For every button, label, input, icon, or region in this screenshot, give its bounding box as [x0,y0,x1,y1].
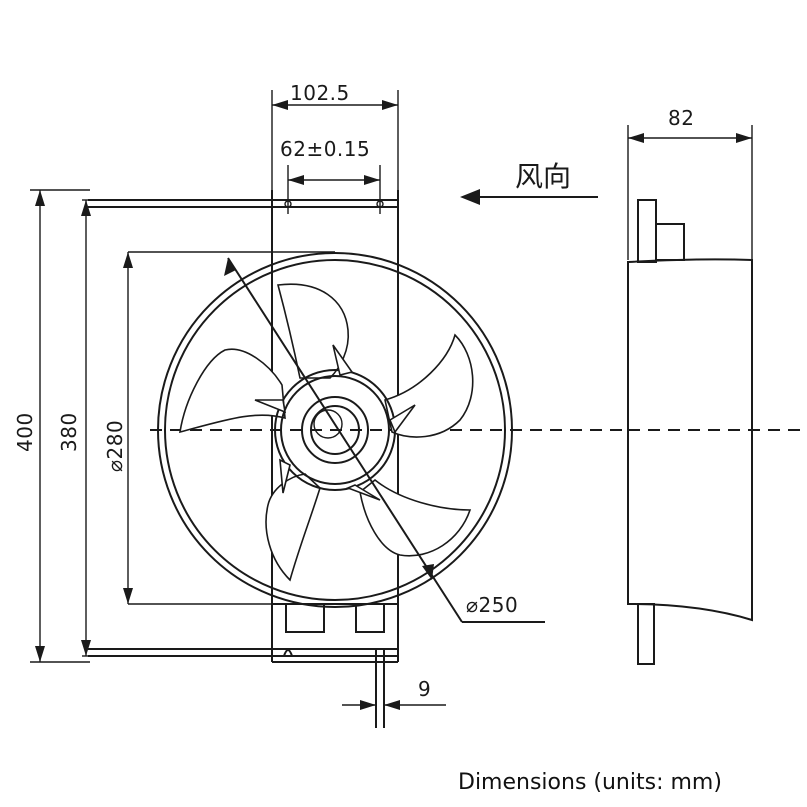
inner-ring [164,259,506,601]
airflow-indicator: 风向 [460,160,598,205]
dim-height-total: 400 [13,412,37,452]
dim-hole-spacing: 62±0.15 [280,137,370,161]
dim-height-frame: 380 [57,412,81,452]
dim-ring-diameter: ⌀280 [103,420,127,472]
side-bracket-top [637,199,657,263]
airflow-arrow-icon [460,189,480,205]
dim-impeller-diameter: ⌀250 [466,593,518,617]
impeller-blades [179,283,474,582]
front-view: 102.5 62±0.15 400 380 ⌀280 ⌀250 [13,81,625,728]
dim-width-top: 102.5 [290,81,350,105]
diameter-leader [227,257,463,623]
dim-foot-offset: 9 [418,677,431,701]
impeller-hub [254,344,416,501]
side-bracket-bottom [637,603,655,665]
bottom-terminal-right [355,603,385,633]
dim-depth: 82 [668,106,694,130]
outer-ring [157,252,513,608]
side-view: 82 [627,106,807,665]
bottom-terminal-left [285,603,325,633]
airflow-label: 风向 [515,160,571,193]
dimensions-caption: Dimensions (units: mm) [458,770,722,795]
